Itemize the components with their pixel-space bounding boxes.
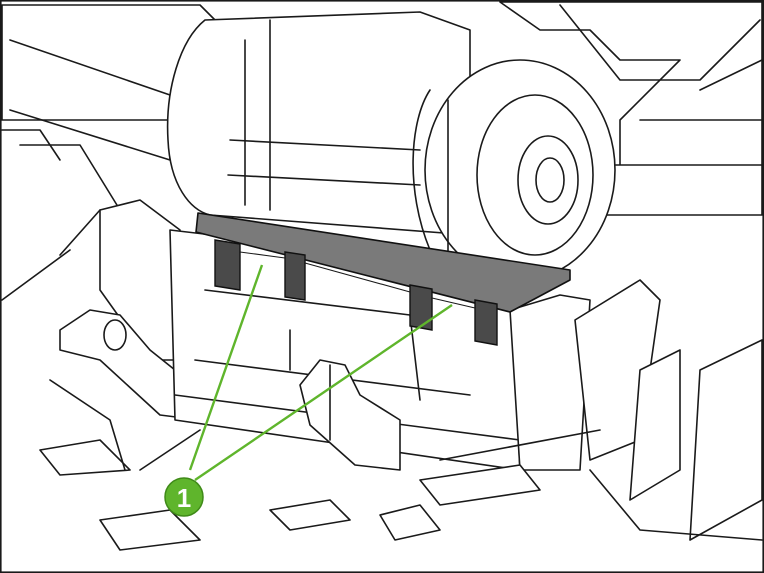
callout-circle (164, 477, 204, 517)
separation-pad (195, 212, 571, 346)
housing-right (419, 279, 763, 541)
callout-1: 1 (164, 477, 204, 517)
leader-line-left (188, 264, 264, 471)
base-slots (39, 429, 601, 551)
leader-line-right (194, 304, 453, 481)
pickup-roller-front (412, 59, 616, 281)
callout-leader-lines (188, 264, 453, 481)
pickup-roller-back (166, 11, 471, 236)
callout-label: 1 (177, 483, 191, 513)
housing-top-right (499, 1, 763, 171)
pad-release-lever (299, 359, 401, 471)
